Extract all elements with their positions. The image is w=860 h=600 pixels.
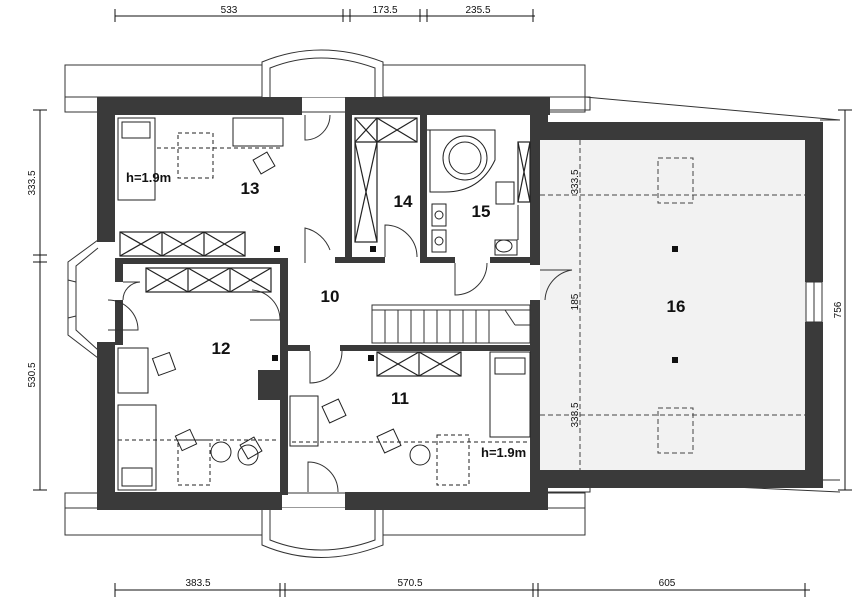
dim-top-2: 173.5 bbox=[372, 5, 397, 16]
furniture-room-11 bbox=[289, 351, 531, 486]
room-label-14: 14 bbox=[394, 192, 413, 211]
dim-bottom-2: 570.5 bbox=[397, 578, 422, 589]
dim-inner-3: 333.5 bbox=[570, 402, 581, 427]
dim-inner-2: 185 bbox=[570, 293, 581, 310]
small-posts bbox=[272, 246, 376, 361]
furniture-room-13 bbox=[117, 117, 284, 201]
room-label-16: 16 bbox=[667, 297, 686, 316]
garage-roof-lines bbox=[540, 140, 805, 470]
dim-top-3: 235.5 bbox=[465, 5, 490, 16]
dim-bottom-3: 605 bbox=[659, 578, 676, 589]
bathroom-fixtures bbox=[427, 129, 519, 256]
dormer-bottom bbox=[261, 508, 384, 558]
height-note-room-13: h=1.9m bbox=[126, 170, 171, 185]
room-label-15: 15 bbox=[472, 202, 491, 221]
garage-window bbox=[805, 281, 823, 323]
dim-right: 756 bbox=[833, 301, 844, 318]
dimension-line-right bbox=[838, 109, 852, 491]
dim-inner-1: 333.5 bbox=[570, 169, 581, 194]
dimension-line-top bbox=[114, 9, 535, 22]
wardrobes bbox=[119, 117, 531, 377]
staircase bbox=[371, 304, 531, 344]
dormer-top bbox=[261, 49, 384, 97]
exterior-walls bbox=[97, 97, 823, 510]
dim-left-2: 530.5 bbox=[27, 362, 38, 387]
dimension-line-bottom bbox=[114, 583, 810, 597]
dim-bottom-1: 383.5 bbox=[185, 578, 210, 589]
room-label-11: 11 bbox=[391, 389, 409, 408]
dim-top-1: 533 bbox=[221, 5, 238, 16]
height-note-room-11: h=1.9m bbox=[481, 445, 526, 460]
furniture-room-12 bbox=[117, 347, 278, 491]
bay-window-left bbox=[67, 239, 99, 359]
doors bbox=[107, 114, 573, 493]
dim-left-1: 333.5 bbox=[27, 170, 38, 195]
room-label-13: 13 bbox=[241, 179, 260, 198]
room-label-10: 10 bbox=[321, 287, 340, 306]
room-label-12: 12 bbox=[212, 339, 231, 358]
garage-pillars bbox=[672, 246, 678, 363]
dimension-line-left bbox=[33, 109, 47, 491]
interior-walls bbox=[115, 97, 540, 495]
